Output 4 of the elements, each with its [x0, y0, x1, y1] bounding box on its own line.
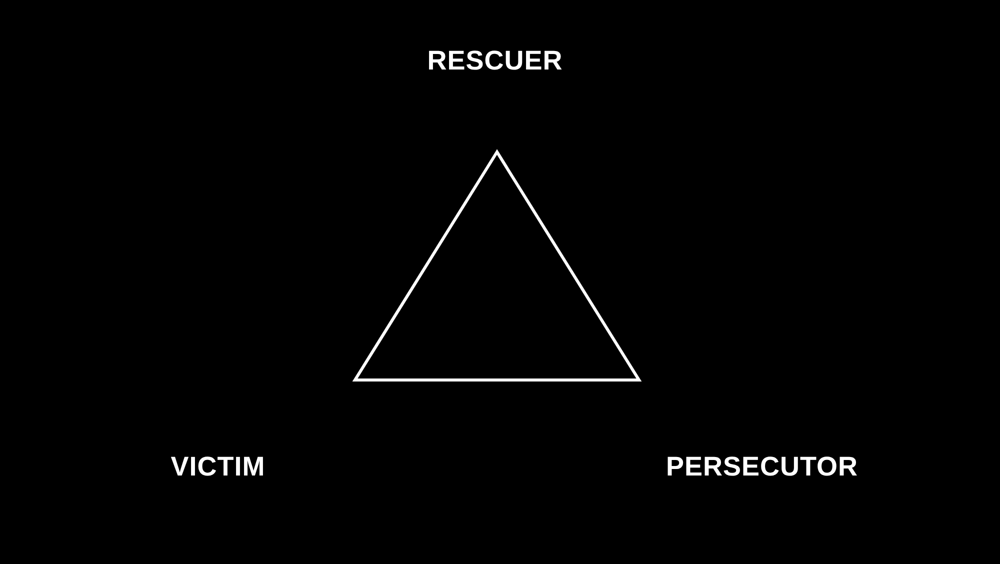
role-label: PERSECUTOR: [666, 452, 858, 482]
role-label: VICTIM: [170, 452, 266, 482]
triangle-outline: [352, 149, 642, 382]
role-label: RESCUER: [427, 46, 563, 76]
